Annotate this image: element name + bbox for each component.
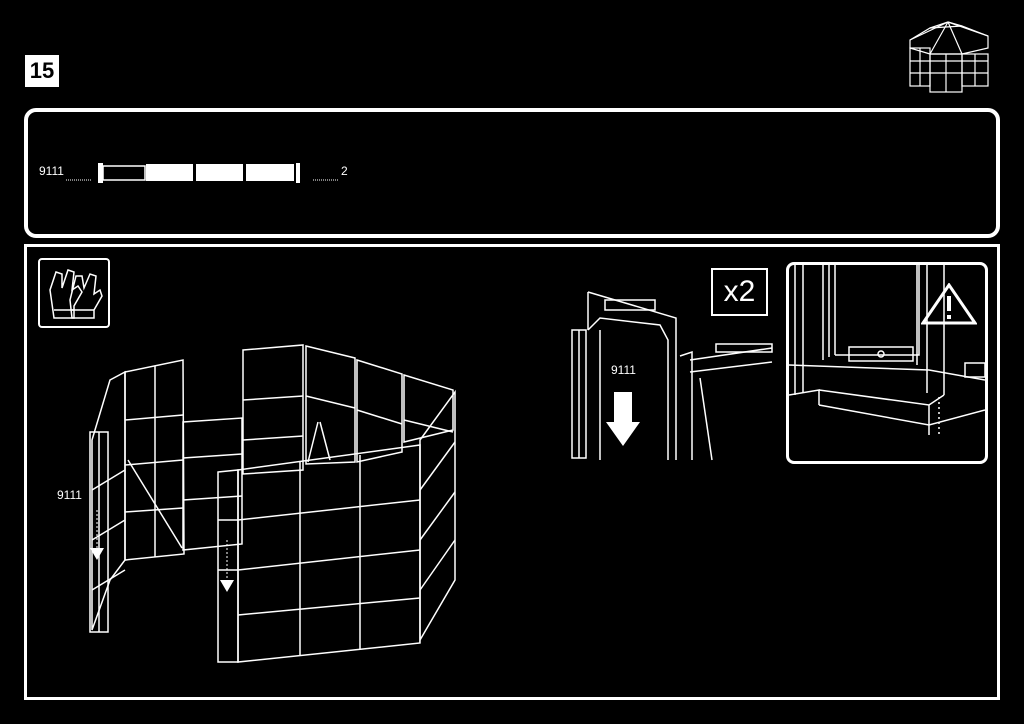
- post-part-label: 9111: [57, 488, 82, 502]
- part-number-label: 9111: [39, 164, 64, 178]
- step-number-badge: 15: [25, 55, 59, 87]
- illustration-frame: [24, 244, 1000, 700]
- shed-thumbnail-icon: [909, 21, 989, 93]
- closeup-detail-box: [786, 262, 988, 464]
- part-profile-drawing: [66, 163, 338, 183]
- part-quantity-label: 2: [341, 164, 348, 178]
- detail-part-label: 9111: [611, 363, 636, 377]
- gloves-icon: [38, 258, 110, 328]
- warning-icon: [921, 283, 977, 325]
- down-arrow-icon: [606, 392, 640, 446]
- parts-box: [24, 108, 1000, 238]
- multiplier-badge: x2: [711, 268, 768, 316]
